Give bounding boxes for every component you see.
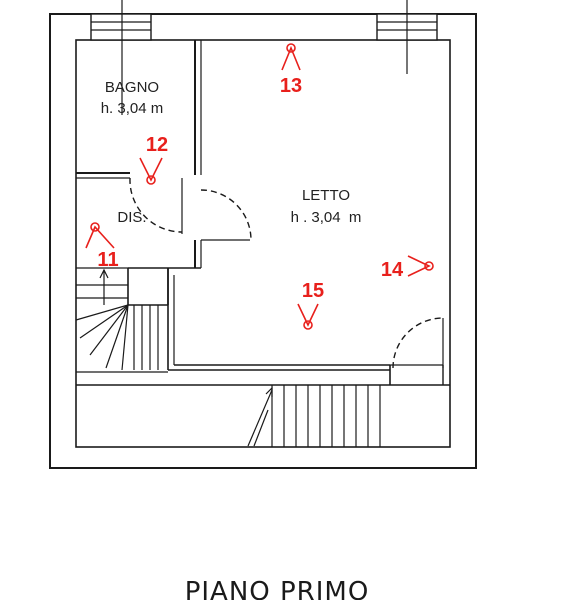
room-name-dis: DIS.	[117, 209, 146, 226]
marker-label-15: 15	[302, 280, 324, 302]
door-letto	[200, 189, 252, 241]
camera-icon	[424, 261, 434, 271]
camera-icon	[303, 320, 313, 330]
marker-label-11: 11	[97, 249, 118, 271]
photo-marker-13[interactable]: 13	[280, 43, 302, 97]
room-name-bagno: BAGNO	[105, 79, 159, 96]
photo-marker-11[interactable]: 11	[85, 222, 119, 271]
outer-walls	[49, 13, 477, 469]
photo-marker-14[interactable]: 14	[381, 255, 434, 281]
marker-label-13: 13	[280, 75, 302, 97]
floor-caption: PIANO PRIMO	[185, 577, 370, 600]
camera-icon	[90, 222, 100, 232]
internal-walls	[76, 40, 450, 386]
straight-stair	[247, 385, 381, 447]
window-right	[376, 0, 438, 74]
marker-label-14: 14	[381, 259, 404, 281]
door-stair	[392, 317, 444, 369]
room-name-letto: LETTO	[302, 187, 350, 204]
marker-label-12: 12	[146, 134, 168, 156]
room-height-letto: h . 3,04 m	[291, 209, 362, 226]
camera-icon	[286, 43, 296, 53]
camera-icon	[146, 175, 156, 185]
door-bagno	[129, 177, 183, 234]
photo-marker-15[interactable]: 15	[297, 280, 324, 330]
spiral-stair	[75, 267, 159, 371]
window-left	[90, 0, 152, 115]
photo-marker-12[interactable]: 12	[139, 134, 168, 185]
room-height-bagno: h. 3,04 m	[101, 100, 164, 117]
